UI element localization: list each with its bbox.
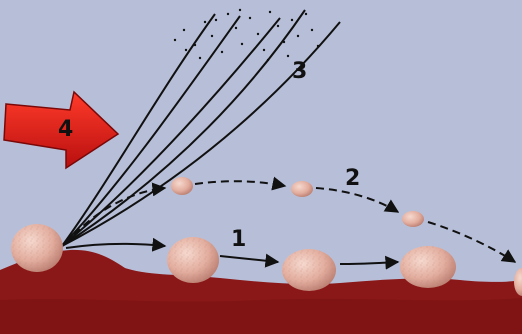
label-path-3: 3	[292, 59, 307, 84]
label-path-1: 1	[231, 227, 246, 252]
saltation-grain-3	[402, 211, 424, 227]
ground-shade	[0, 298, 522, 334]
label-wind: 4	[58, 117, 73, 142]
label-path-2: 2	[345, 166, 360, 191]
saltation-grain-2	[291, 181, 313, 197]
saltation-grain-1	[171, 177, 193, 195]
